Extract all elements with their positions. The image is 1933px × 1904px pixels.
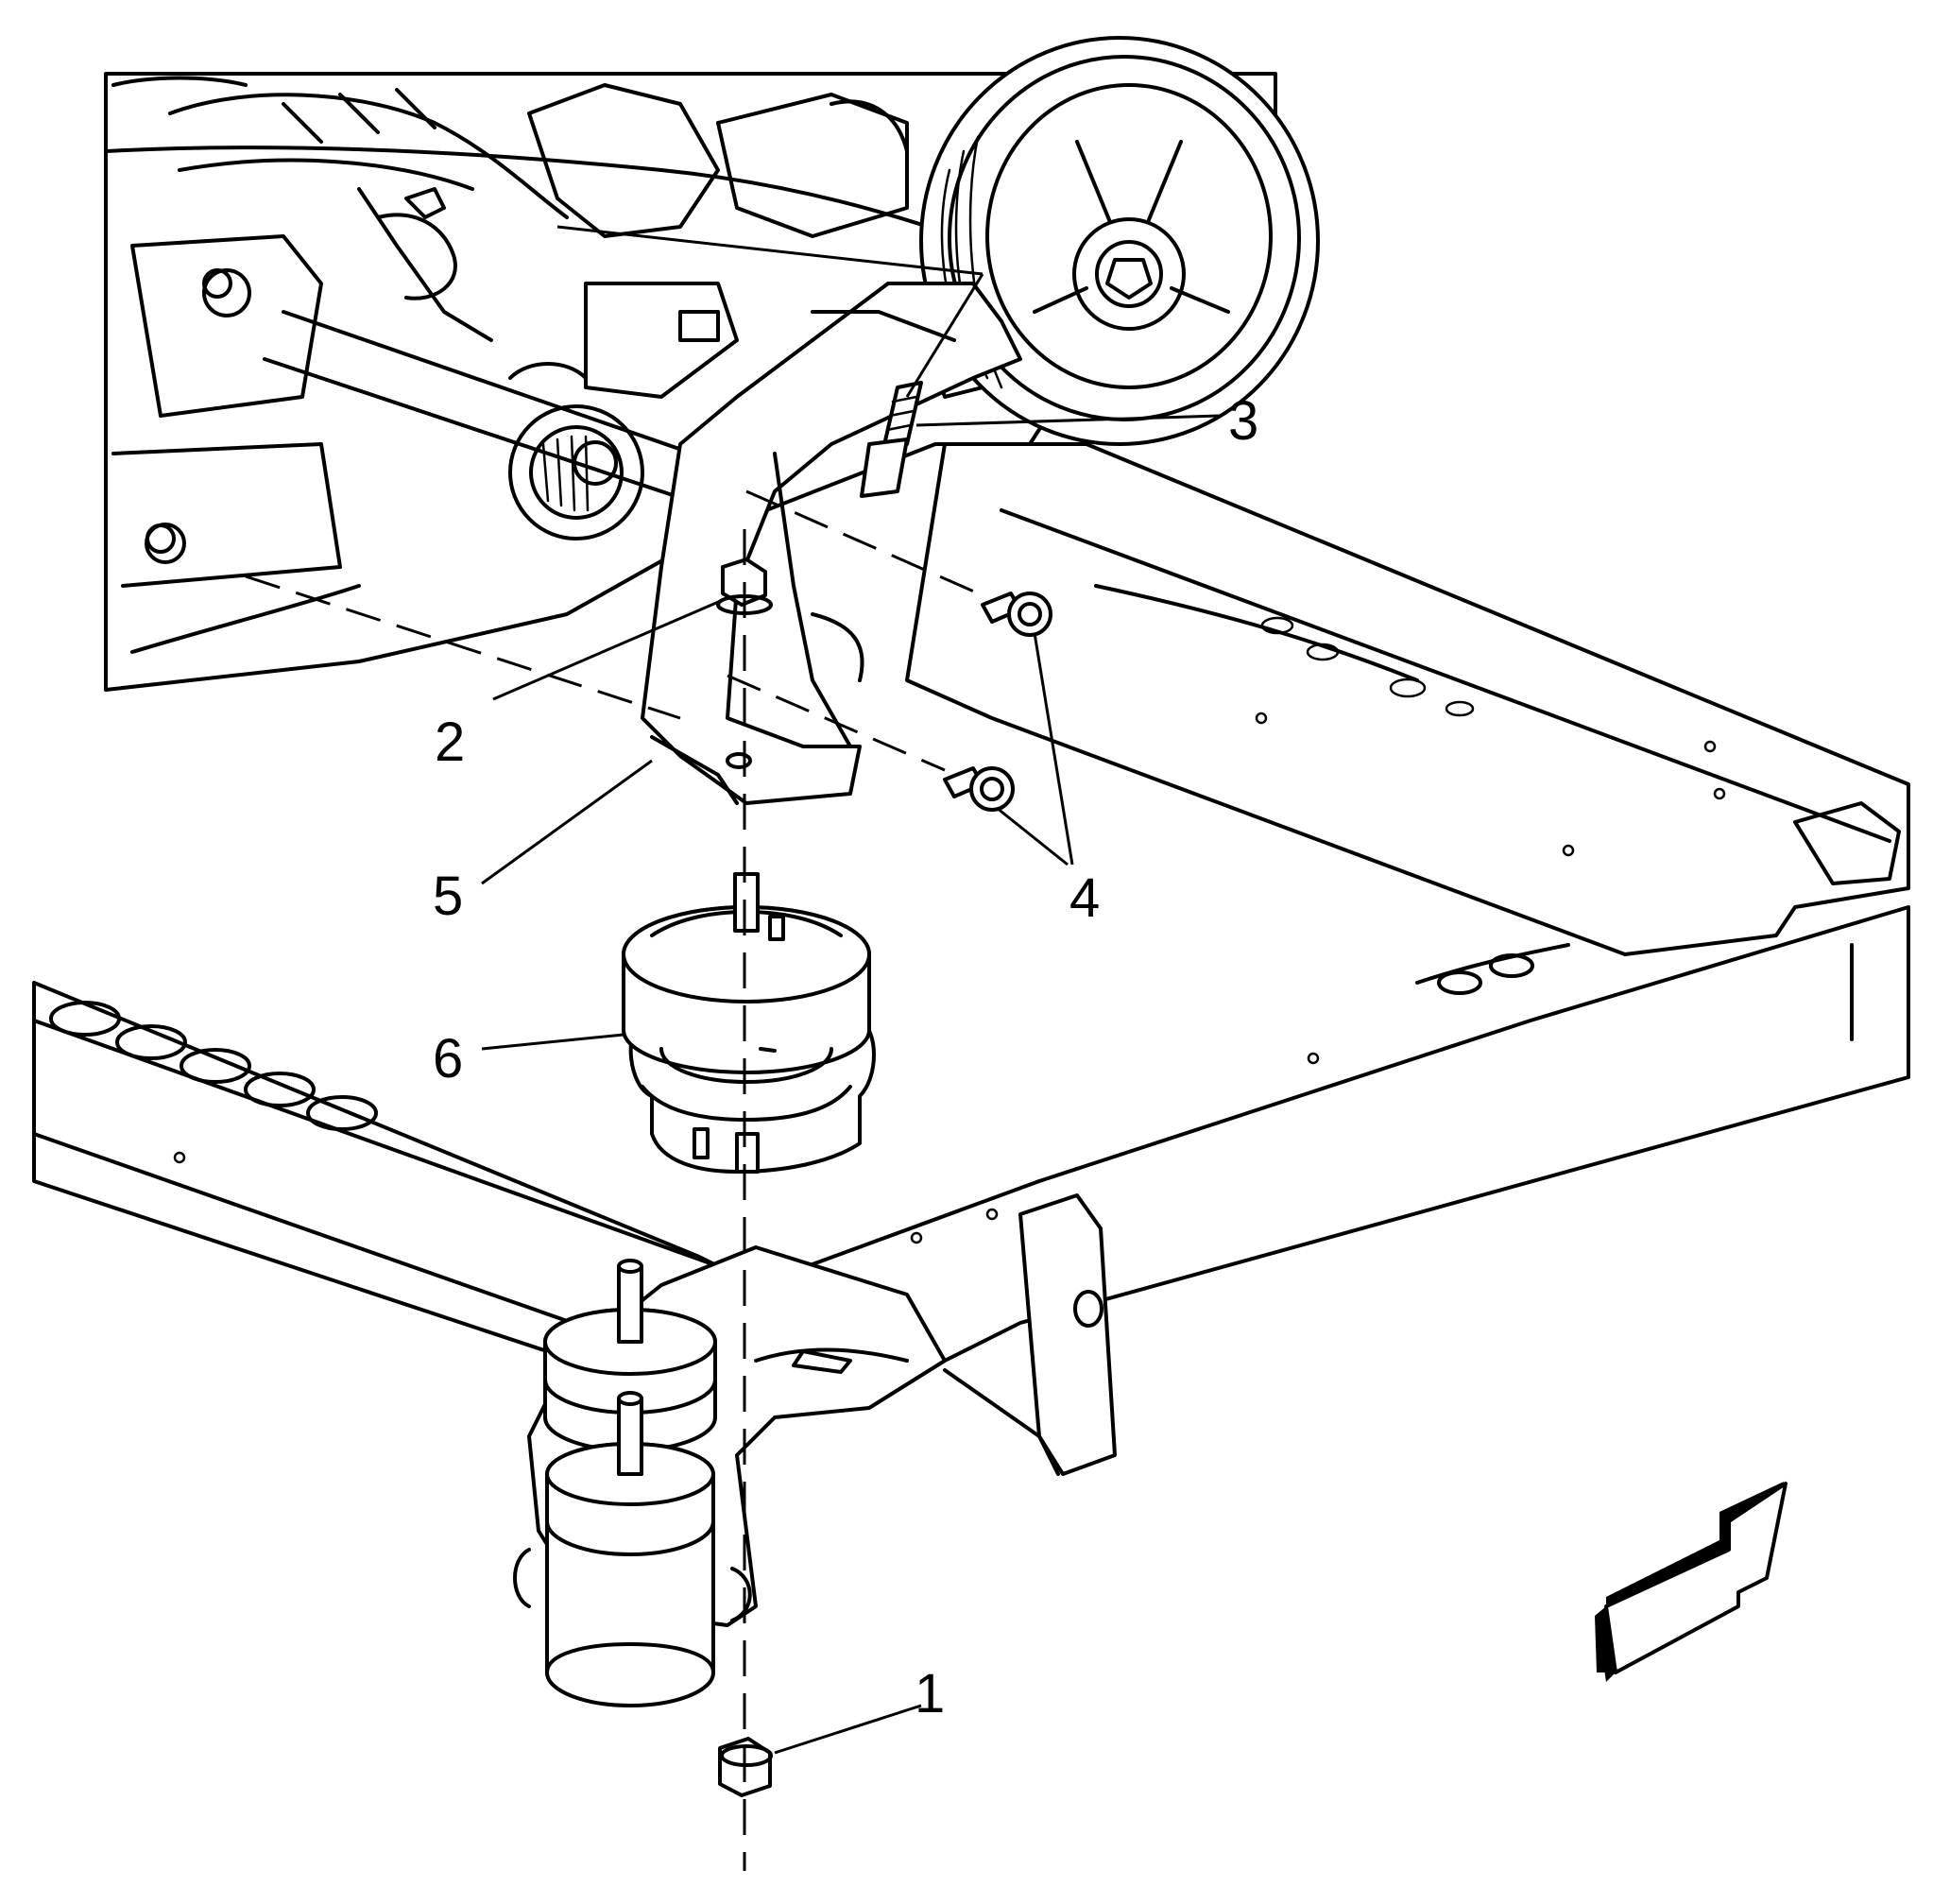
callout-labels: 1 2 3 4 5 6	[433, 390, 1258, 1724]
frame-crossmember-front	[32, 905, 1910, 1476]
callout-5: 5	[433, 866, 463, 927]
frame-crossmember-rear	[905, 442, 1910, 956]
engine-assembly	[104, 72, 1277, 692]
callout-6: 6	[433, 1028, 463, 1089]
crankshaft-balancer	[919, 36, 1320, 446]
engine-mount-insulator	[622, 872, 876, 1174]
mount-stud	[860, 381, 923, 498]
leader-lines	[481, 225, 1220, 1755]
callout-3: 3	[1228, 390, 1258, 452]
callout-2: 2	[435, 712, 465, 773]
callout-4: 4	[1069, 867, 1100, 929]
front-direction-arrow-icon	[1595, 1482, 1788, 1682]
callout-1: 1	[915, 1663, 945, 1724]
engine-mount-bracket	[641, 282, 1022, 805]
bracket-bolt-upper	[981, 592, 1052, 637]
bracket-bolt-lower	[943, 766, 1015, 812]
cradle-bushing-assembly	[513, 1245, 947, 1707]
alignment-lines	[245, 489, 984, 1871]
